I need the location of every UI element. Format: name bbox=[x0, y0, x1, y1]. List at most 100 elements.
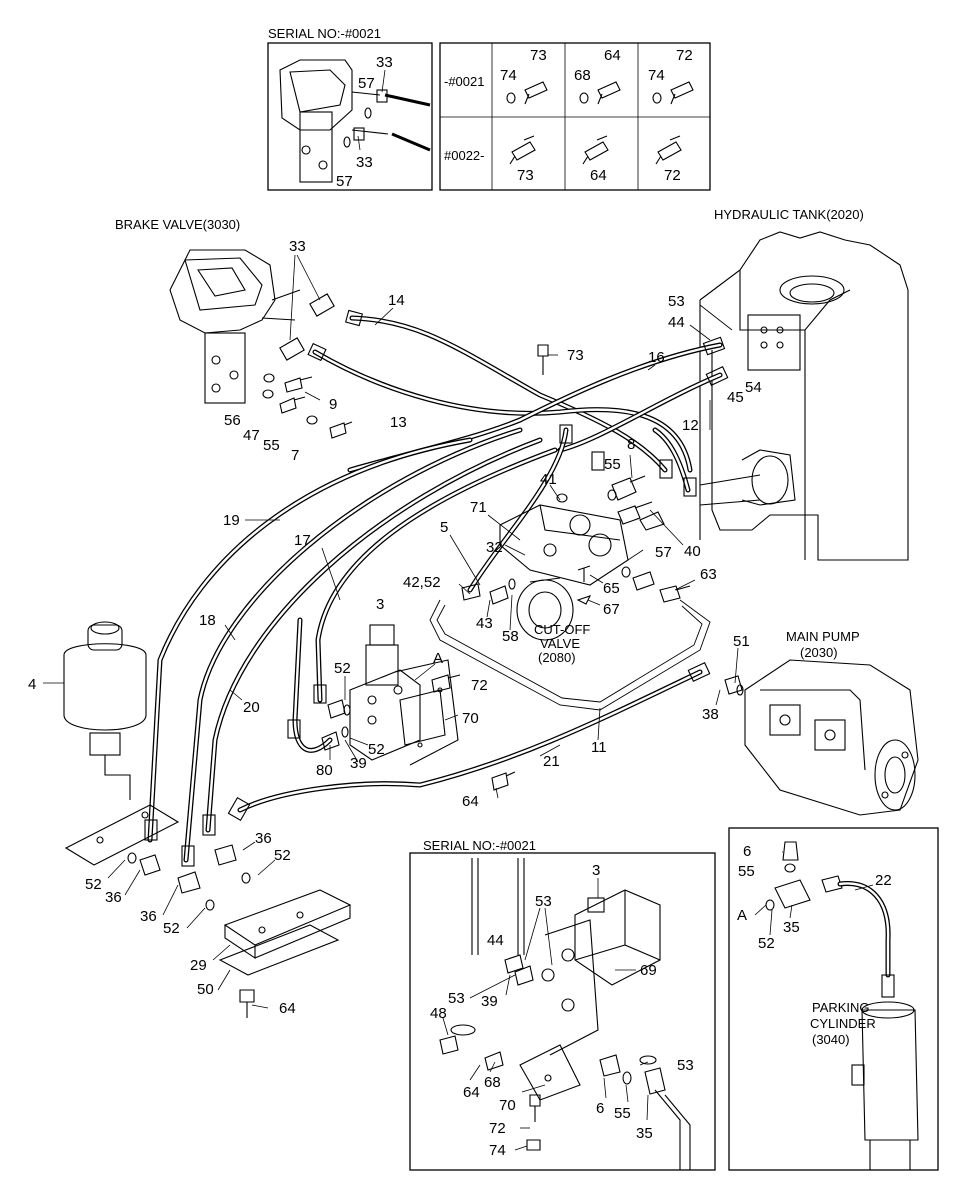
accumulator bbox=[63, 621, 180, 866]
serial-inset-top: SERIAL NO:-#0021 33 57 33 57 bbox=[267, 26, 433, 191]
callout-label: 58 bbox=[502, 628, 519, 645]
callout-label: 8 bbox=[627, 436, 635, 453]
callout-label: 64 bbox=[463, 1084, 480, 1101]
brake-valve bbox=[169, 249, 353, 439]
callout-label: 53 bbox=[448, 990, 465, 1007]
table-callout: 74 bbox=[648, 67, 665, 84]
callout-label: 4 bbox=[28, 676, 36, 693]
callout-label: 55 bbox=[738, 863, 755, 880]
parking-cylinder-label: (3040) bbox=[812, 1032, 850, 1047]
callout-label: 52 bbox=[274, 847, 291, 864]
callout-label: 74 bbox=[489, 1142, 506, 1159]
serial-table-frame bbox=[439, 42, 711, 191]
callout-label: 65 bbox=[603, 580, 620, 597]
callout-label: 12 bbox=[682, 417, 699, 434]
callout-label: 16 bbox=[648, 349, 665, 366]
callout-label: 52 bbox=[334, 660, 351, 677]
brake-valve-title: BRAKE VALVE(3030) bbox=[115, 217, 240, 232]
callout-label: 6 bbox=[743, 843, 751, 860]
table-callout: 73 bbox=[517, 167, 534, 184]
callout-label: 20 bbox=[243, 699, 260, 716]
callout-label: 64 bbox=[462, 793, 479, 810]
bolt-sketches-row2 bbox=[509, 135, 682, 165]
callout-label: 53 bbox=[535, 893, 552, 910]
brake-valve-sketch-inset bbox=[279, 59, 431, 183]
callout-label: 44 bbox=[487, 932, 504, 949]
callout-label: 72 bbox=[471, 677, 488, 694]
callout-label: 54 bbox=[745, 379, 762, 396]
callout-label: A bbox=[737, 907, 747, 924]
hose-fittings bbox=[144, 309, 729, 867]
solenoid-bracket-sketch bbox=[439, 858, 691, 1170]
table-callout: 73 bbox=[530, 47, 547, 64]
callout-label: 14 bbox=[388, 292, 405, 309]
table-callout: 72 bbox=[664, 167, 681, 184]
cutoff-valve-label: (2080) bbox=[538, 650, 576, 665]
callout-label: 6 bbox=[596, 1100, 604, 1117]
hydraulic-tank bbox=[699, 231, 909, 561]
callout-label: 70 bbox=[462, 710, 479, 727]
callout-label: 36 bbox=[140, 908, 157, 925]
callout-label: 64 bbox=[279, 1000, 296, 1017]
callout-label: 17 bbox=[294, 532, 311, 549]
main-pump-label: MAIN PUMP bbox=[786, 629, 860, 644]
cutoff-valve-label: CUT-OFF bbox=[534, 622, 590, 637]
callout-label: 55 bbox=[614, 1105, 631, 1122]
callout-label: 39 bbox=[350, 755, 367, 772]
table-callout: 68 bbox=[574, 67, 591, 84]
serial-inset-frame bbox=[267, 42, 433, 191]
callout-label: A bbox=[433, 650, 443, 667]
callout-label: 3 bbox=[592, 862, 600, 879]
solenoid-valve bbox=[321, 624, 516, 791]
callout-label: 80 bbox=[316, 762, 333, 779]
callout-label: 57 bbox=[358, 75, 375, 92]
callout-label: 52 bbox=[758, 935, 775, 952]
callout-label: 21 bbox=[543, 753, 560, 770]
callout-label: 38 bbox=[702, 706, 719, 723]
callout-label: 3 bbox=[376, 596, 384, 613]
callout-label: 39 bbox=[481, 993, 498, 1010]
callout-label: 48 bbox=[430, 1005, 447, 1022]
callout-label: 73 bbox=[567, 347, 584, 364]
callout-label: 71 bbox=[470, 499, 487, 516]
callout-label: 29 bbox=[190, 957, 207, 974]
parking-inset-frame bbox=[728, 827, 939, 1171]
callout-label: 44 bbox=[668, 314, 685, 331]
callout-label: 57 bbox=[336, 173, 353, 190]
cutoff-valve-label: VALVE bbox=[540, 636, 580, 651]
callout-label: 33 bbox=[289, 238, 306, 255]
callout-label: 35 bbox=[636, 1125, 653, 1142]
callout-label: 9 bbox=[329, 396, 337, 413]
callout-label: 67 bbox=[603, 601, 620, 618]
callout-label: 53 bbox=[668, 293, 685, 310]
callout-label: 52 bbox=[163, 920, 180, 937]
callout-label: 52 bbox=[85, 876, 102, 893]
callout-label: 11 bbox=[591, 739, 607, 756]
callout-label: 35 bbox=[783, 919, 800, 936]
serial-inset-bottom-title: SERIAL NO:-#0021 bbox=[423, 838, 536, 853]
callout-label: 32 bbox=[486, 539, 503, 556]
callout-label: 57 bbox=[655, 544, 672, 561]
callout-label: 42,52 bbox=[403, 574, 441, 591]
main-pump-label: (2030) bbox=[800, 645, 838, 660]
hydraulic-tank-title: HYDRAULIC TANK(2020) bbox=[714, 207, 864, 222]
callout-label: 41 bbox=[540, 471, 557, 488]
parking-cylinder-sketch bbox=[765, 841, 919, 1170]
callout-label: 53 bbox=[677, 1057, 694, 1074]
serial-table: -#0021 #0022- 74 73 68 64 74 72 73 64 72 bbox=[439, 42, 711, 191]
callout-label: 36 bbox=[255, 830, 272, 847]
callout-label: 33 bbox=[376, 54, 393, 71]
table-callout: 74 bbox=[500, 67, 517, 84]
hose-network bbox=[147, 315, 723, 863]
callout-label: 52 bbox=[368, 741, 385, 758]
callout-label: 18 bbox=[199, 612, 216, 629]
table-callout: 72 bbox=[676, 47, 693, 64]
callout-label: 22 bbox=[875, 872, 892, 889]
callout-label: 5 bbox=[440, 519, 448, 536]
callout-label: 19 bbox=[223, 512, 240, 529]
table-callout: 64 bbox=[604, 47, 621, 64]
callout-label: 68 bbox=[484, 1074, 501, 1091]
serial-inset-title: SERIAL NO:-#0021 bbox=[268, 26, 381, 41]
main-pump bbox=[724, 659, 919, 816]
callout-label: 50 bbox=[197, 981, 214, 998]
